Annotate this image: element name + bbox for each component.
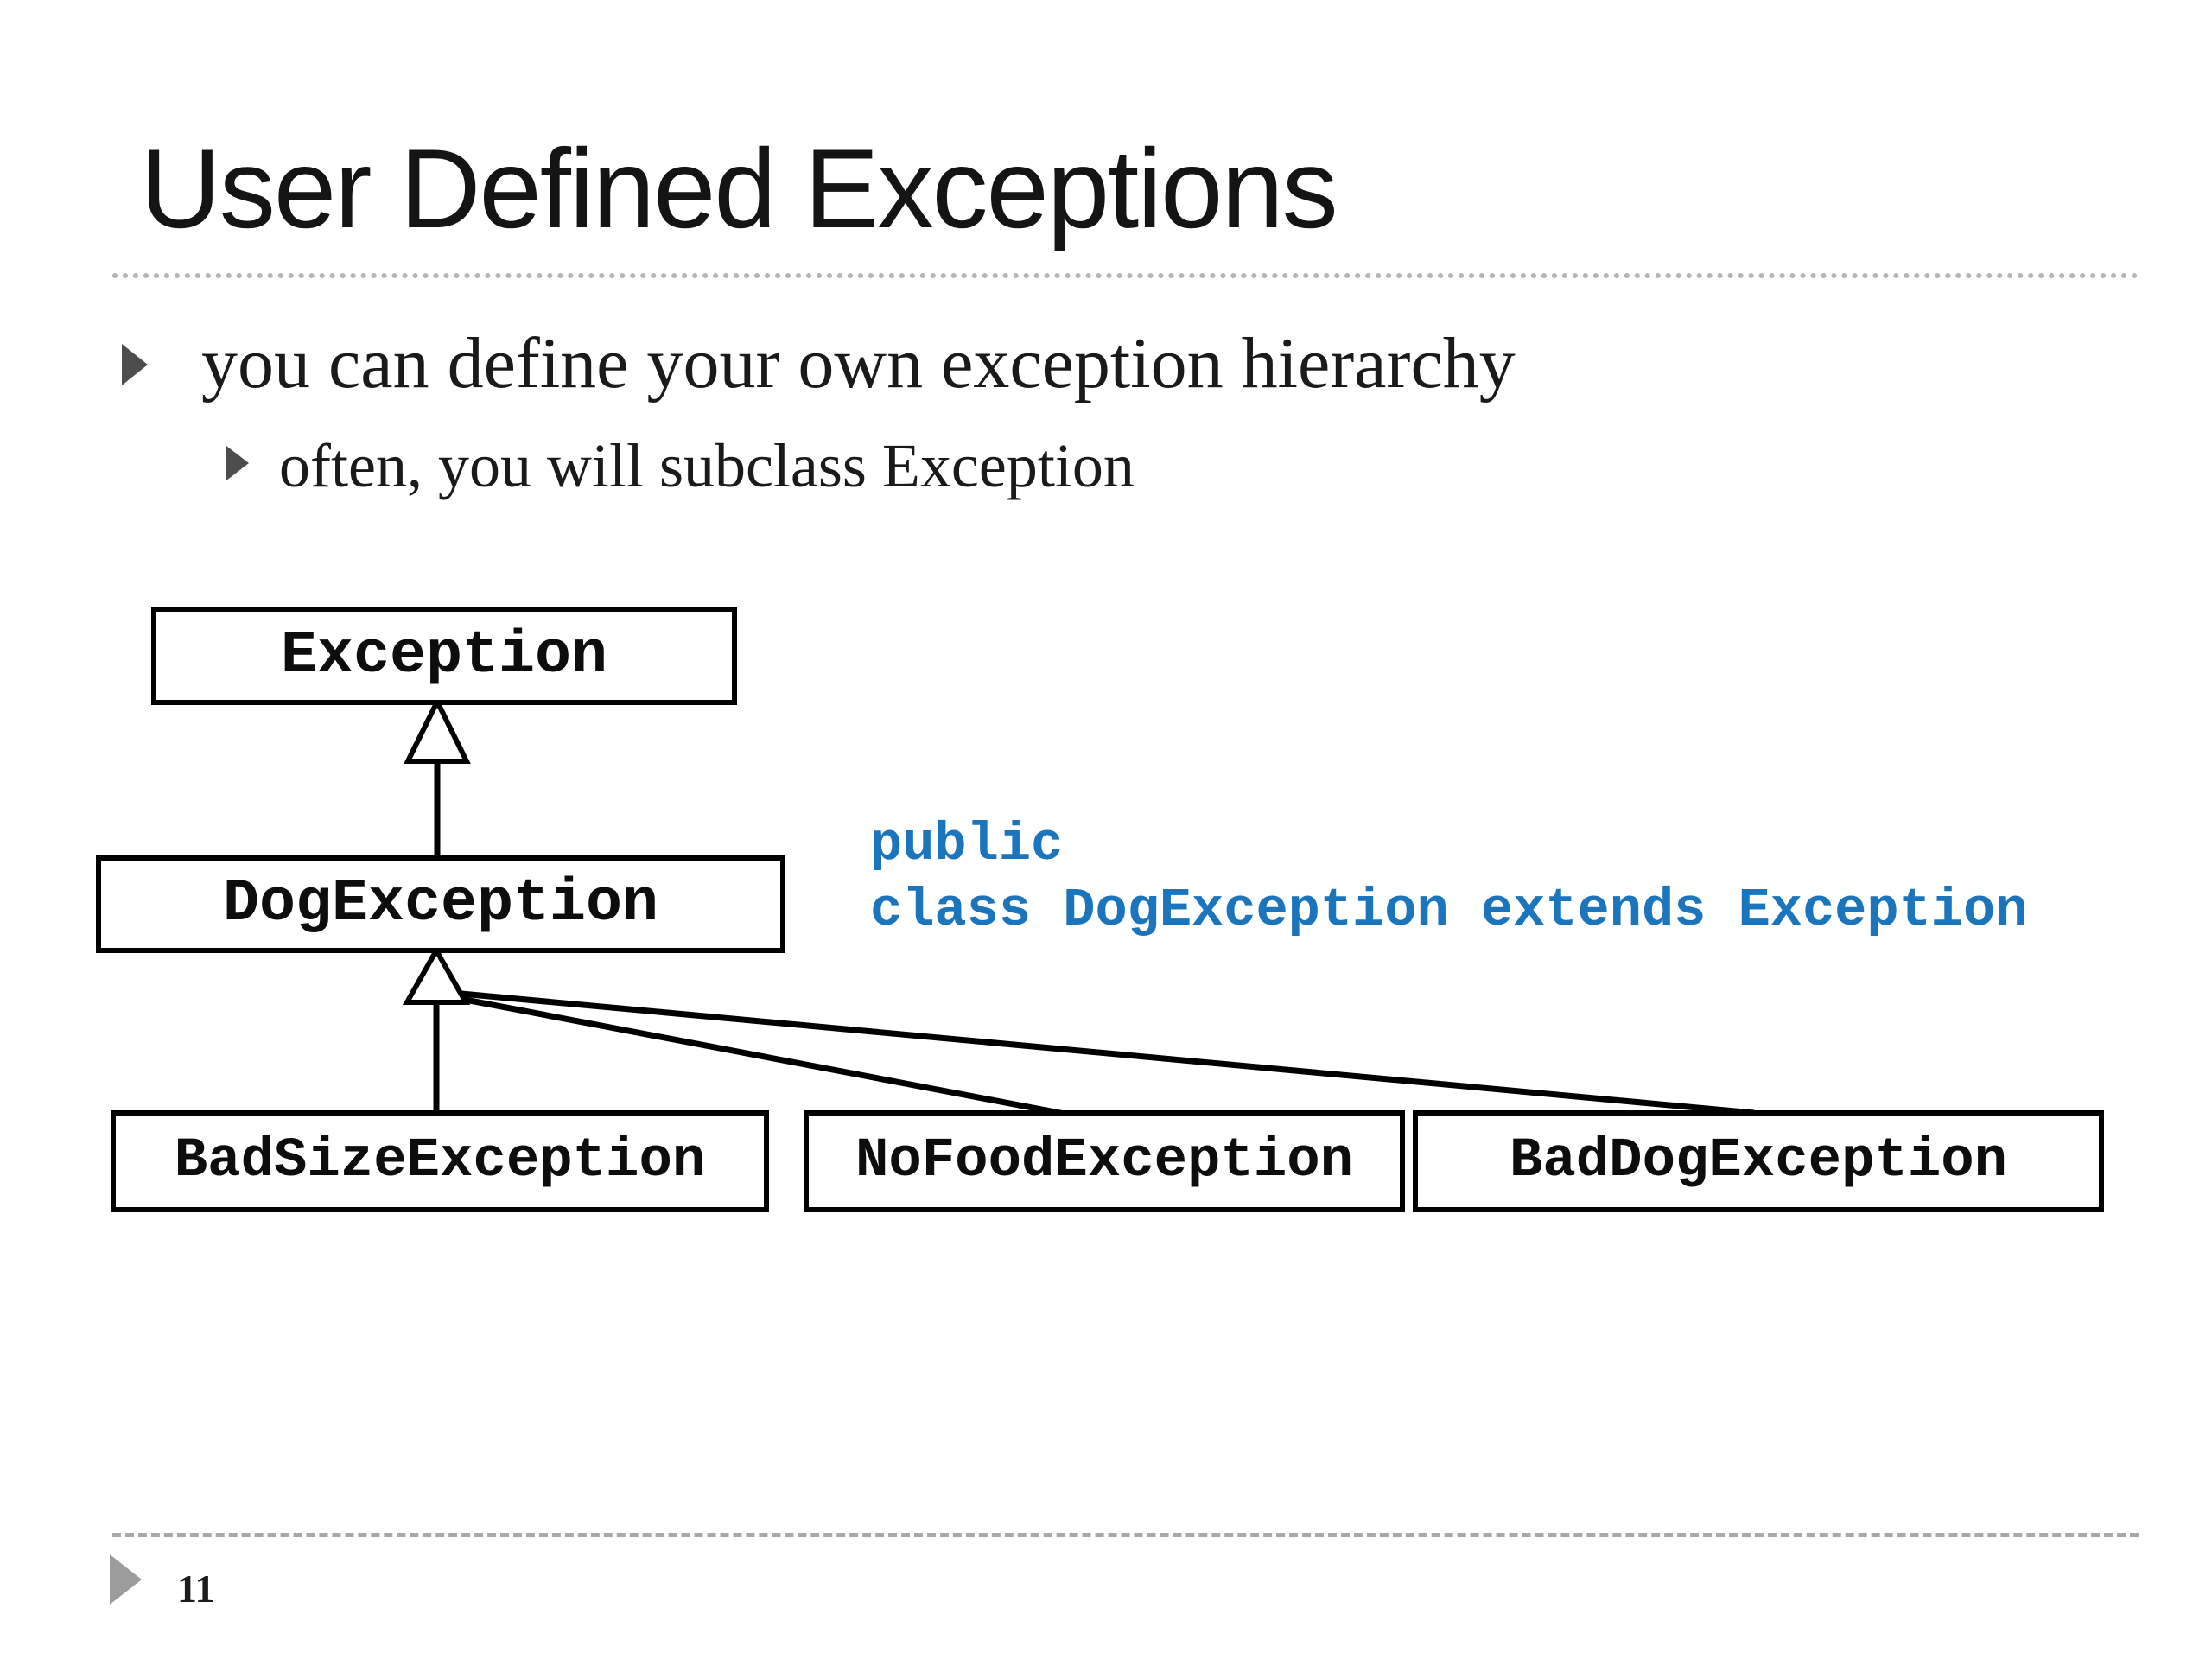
class-box-label: Exception (280, 621, 608, 690)
title-separator-dotted-line (112, 273, 2139, 278)
page-number: 11 (177, 1567, 215, 1611)
class-box-label: DogException (222, 870, 659, 938)
footer-triangle-icon (110, 1554, 142, 1605)
code-line-2: class DogException extends Exception (870, 880, 2028, 941)
inheritance-triangle-icon-top (404, 696, 471, 764)
slide-title: User Defined Exceptions (140, 125, 1338, 251)
class-box-baddogexception: BadDogException (1413, 1110, 2104, 1212)
footer-separator-dashed-line (112, 1533, 2139, 1537)
class-box-label: NoFoodException (855, 1130, 1354, 1192)
class-box-nofoodexception: NoFoodException (804, 1110, 1405, 1212)
code-line-1: public (870, 814, 1064, 875)
class-box-label: BadDogException (1509, 1130, 2008, 1192)
bullet-text-level2: often, you will subclass Exception (279, 431, 1135, 500)
bullet-triangle-icon (122, 344, 148, 385)
class-box-exception: Exception (151, 607, 737, 705)
sub-bullet-triangle-icon (226, 446, 249, 480)
class-box-label: BadSizeException (174, 1130, 706, 1192)
inheritance-triangle-icon-bottom (402, 944, 471, 1005)
class-box-badsizeexception: BadSizeException (111, 1110, 769, 1212)
bullet-text-level1: you can define your own exception hierar… (201, 323, 1516, 404)
class-box-dogexception: DogException (96, 855, 785, 953)
